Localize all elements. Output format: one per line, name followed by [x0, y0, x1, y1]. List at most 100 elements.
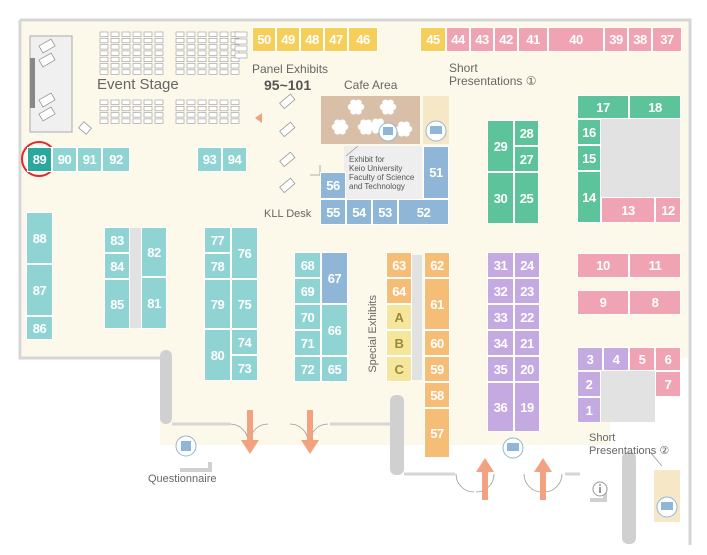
booth-39[interactable]: 39: [604, 27, 628, 52]
booth-13[interactable]: 13: [601, 197, 655, 223]
booth-58[interactable]: 58: [424, 382, 450, 408]
booth-31[interactable]: 31: [487, 252, 514, 278]
booth-61[interactable]: 61: [424, 278, 450, 330]
booth-48[interactable]: 48: [300, 27, 324, 52]
booth-A[interactable]: A: [386, 304, 412, 330]
booth-33[interactable]: 33: [487, 304, 514, 330]
booth-64[interactable]: 64: [386, 278, 412, 304]
booth-62[interactable]: 62: [424, 252, 450, 278]
booth-45[interactable]: 45: [420, 27, 446, 52]
booth-70[interactable]: 70: [294, 304, 321, 330]
booth-51[interactable]: 51: [423, 146, 449, 199]
booth-91[interactable]: 91: [77, 147, 102, 172]
booth-65[interactable]: 65: [321, 356, 348, 382]
booth-8[interactable]: 8: [629, 290, 681, 315]
booth-49[interactable]: 49: [276, 27, 300, 52]
booth-18[interactable]: 18: [629, 95, 681, 119]
booth-44[interactable]: 44: [446, 27, 470, 52]
booth-12[interactable]: 12: [655, 197, 681, 223]
booth-11[interactable]: 11: [629, 253, 681, 278]
booth-6[interactable]: 6: [655, 347, 681, 371]
booth-53[interactable]: 53: [372, 199, 398, 225]
booth-5[interactable]: 5: [629, 347, 655, 371]
booth-2[interactable]: 2: [577, 371, 601, 397]
booth-56[interactable]: 56: [320, 172, 346, 199]
booth-50[interactable]: 50: [252, 27, 276, 52]
booth-80[interactable]: 80: [204, 329, 231, 381]
booth-15[interactable]: 15: [577, 145, 601, 171]
booth-55[interactable]: 55: [320, 199, 346, 225]
booth-82[interactable]: 82: [141, 227, 167, 277]
booth-10[interactable]: 10: [577, 253, 629, 278]
booth-76[interactable]: 76: [231, 227, 258, 279]
booth-41[interactable]: 41: [518, 27, 548, 52]
booth-85[interactable]: 85: [104, 279, 130, 329]
booth-52[interactable]: 52: [398, 199, 449, 225]
booth-27[interactable]: 27: [514, 146, 539, 172]
booth-46[interactable]: 46: [348, 27, 378, 52]
booth-C[interactable]: C: [386, 356, 412, 382]
booth-75[interactable]: 75: [231, 279, 258, 329]
booth-36[interactable]: 36: [487, 382, 514, 432]
booth-93[interactable]: 93: [197, 147, 222, 172]
booth-B[interactable]: B: [386, 330, 412, 356]
booth-24[interactable]: 24: [514, 252, 540, 278]
booth-38[interactable]: 38: [628, 27, 652, 52]
booth-43[interactable]: 43: [470, 27, 494, 52]
booth-14[interactable]: 14: [577, 171, 601, 223]
booth-78[interactable]: 78: [204, 253, 231, 279]
booth-77[interactable]: 77: [204, 227, 231, 253]
booth-30[interactable]: 30: [487, 172, 514, 224]
booth-86[interactable]: 86: [26, 316, 53, 340]
booth-21[interactable]: 21: [514, 330, 540, 356]
booth-40[interactable]: 40: [548, 27, 604, 52]
booth-71[interactable]: 71: [294, 330, 321, 356]
stage-side-seats: [234, 31, 248, 59]
booth-87[interactable]: 87: [26, 264, 53, 316]
booth-72[interactable]: 72: [294, 356, 321, 382]
booth-4[interactable]: 4: [603, 347, 629, 371]
booth-23[interactable]: 23: [514, 278, 540, 304]
booth-83[interactable]: 83: [104, 227, 130, 253]
booth-35[interactable]: 35: [487, 356, 514, 382]
booth-19[interactable]: 19: [514, 382, 540, 432]
booth-54[interactable]: 54: [346, 199, 372, 225]
booth-68[interactable]: 68: [294, 252, 321, 278]
booth-25[interactable]: 25: [514, 172, 539, 224]
booth-37[interactable]: 37: [652, 27, 682, 52]
booth-84[interactable]: 84: [104, 253, 130, 279]
booth-57[interactable]: 57: [424, 408, 450, 458]
booth-88[interactable]: 88: [26, 212, 53, 264]
booth-74[interactable]: 74: [231, 329, 258, 355]
outer-wall: [20, 18, 692, 545]
booth-67[interactable]: 67: [321, 252, 348, 304]
booth-81[interactable]: 81: [141, 277, 167, 329]
booth-60[interactable]: 60: [424, 330, 450, 356]
booth-1[interactable]: 1: [577, 397, 601, 423]
booth-89[interactable]: 89: [27, 147, 52, 172]
booth-32[interactable]: 32: [487, 278, 514, 304]
booth-42[interactable]: 42: [494, 27, 518, 52]
booth-3[interactable]: 3: [577, 347, 603, 371]
booth-47[interactable]: 47: [324, 27, 348, 52]
booth-79[interactable]: 79: [204, 279, 231, 329]
booth-34[interactable]: 34: [487, 330, 514, 356]
booth-17[interactable]: 17: [577, 95, 629, 119]
booth-59[interactable]: 59: [424, 356, 450, 382]
booth-22[interactable]: 22: [514, 304, 540, 330]
booth-69[interactable]: 69: [294, 278, 321, 304]
booth-66[interactable]: 66: [321, 304, 348, 356]
booth-90[interactable]: 90: [52, 147, 77, 172]
booth-92[interactable]: 92: [102, 147, 130, 172]
questionnaire-label: Questionnaire: [148, 473, 217, 485]
booth-9[interactable]: 9: [577, 290, 629, 315]
booth-28[interactable]: 28: [514, 120, 539, 146]
booth-94[interactable]: 94: [222, 147, 247, 172]
booth-29[interactable]: 29: [487, 120, 514, 172]
booth-73[interactable]: 73: [231, 355, 258, 381]
booth-63[interactable]: 63: [386, 252, 412, 278]
booth-7[interactable]: 7: [655, 371, 681, 397]
booth-16[interactable]: 16: [577, 119, 601, 145]
booth-20[interactable]: 20: [514, 356, 540, 382]
